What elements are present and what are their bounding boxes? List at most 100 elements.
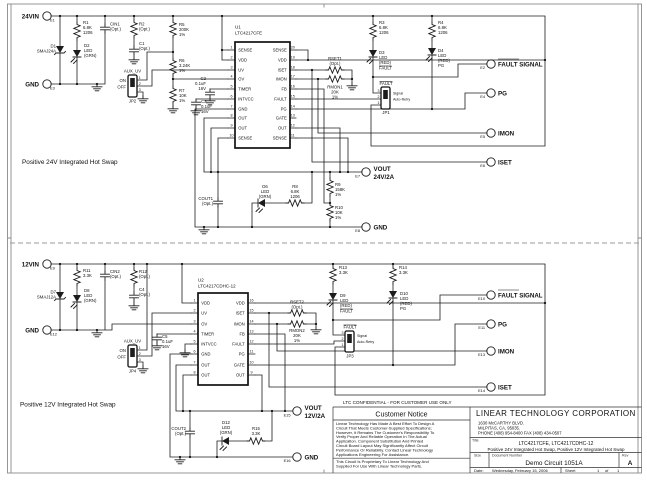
svg-text:6.8K: 6.8K <box>438 25 447 30</box>
jp3-pin1: 1 <box>342 343 344 347</box>
jp3-pin3: 3 <box>342 331 344 335</box>
port-ref: E9 <box>50 266 55 271</box>
svg-text:3.3K: 3.3K <box>83 273 92 278</box>
capacitor-c2 <box>205 88 215 99</box>
svg-text:LED: LED <box>222 425 230 430</box>
port-imon: IMON <box>498 348 515 355</box>
svg-text:1%: 1% <box>335 215 341 220</box>
svg-text:1206: 1206 <box>379 30 389 35</box>
pin-name: OV <box>201 322 207 327</box>
svg-text:(RED): (RED) <box>438 58 451 63</box>
caption-12v: Positive 12V Integrated Hot Swap <box>20 402 116 409</box>
resistor-rset2 <box>287 309 307 317</box>
port-gnd-in: GND <box>25 81 39 88</box>
port-ref: E4 <box>480 94 486 99</box>
pin-name: OUT <box>201 363 210 368</box>
svg-text:LED: LED <box>340 298 348 303</box>
jumper-jp1: FAULT Signal Auto-Retry 3 2 1 JP1 <box>378 81 411 115</box>
sheet-number: 1 <box>597 468 600 473</box>
jp4-pin3: 3 <box>139 358 141 362</box>
jp4-off: OFF <box>117 355 126 360</box>
jumper-jp4: AUX_UV ON OFF 1 2 3 JP4 <box>117 339 141 374</box>
pin-number: 15 <box>249 308 253 312</box>
label-r1: R1 <box>83 20 89 25</box>
company-addr1: 1630 McCARTHY BLVD. <box>478 421 524 426</box>
label-d6: D6 <box>262 184 268 189</box>
svg-text:3.24K: 3.24K <box>179 63 190 68</box>
pin-number: 6 <box>230 94 232 98</box>
pin-number: 16 <box>291 84 295 88</box>
sheet-label: Sheet <box>565 468 576 473</box>
resistor-r2 <box>130 19 138 39</box>
label-r15: R15 <box>252 426 260 431</box>
led-d8 <box>70 294 82 309</box>
svg-text:(Opt.): (Opt.) <box>110 274 122 279</box>
svg-text:10K: 10K <box>335 210 343 215</box>
pin-number: 11 <box>291 133 295 137</box>
label-rset2: RSET2 <box>290 300 304 305</box>
svg-text:16V: 16V <box>198 86 206 91</box>
notice-line: Supplied For Use With Linear Technology … <box>336 463 422 468</box>
resistor-r8 <box>285 199 305 207</box>
port-ref: E15 <box>284 413 291 418</box>
port-ref: E3 <box>50 86 55 91</box>
pin-number: 9 <box>250 370 252 374</box>
pin-name: VDD <box>278 58 287 63</box>
pin-name: UV <box>238 68 244 73</box>
led-d3 <box>366 49 378 64</box>
label-rmon1: RMON1 <box>327 85 343 90</box>
size-label: Size <box>474 454 481 458</box>
led-d4 <box>425 47 437 62</box>
port-gnd-in: GND <box>25 327 39 334</box>
port-ref: E1 <box>50 18 55 23</box>
pin-number: 12 <box>249 339 253 343</box>
jp2-title: AUX_UV <box>124 69 141 74</box>
resistor-r1 <box>73 21 81 41</box>
pin-name: FB <box>281 87 287 92</box>
jp2-on: ON <box>120 78 126 83</box>
pin-number: 2 <box>193 308 195 312</box>
svg-text:1206: 1206 <box>83 30 93 35</box>
jp2-pin1: 1 <box>139 76 141 80</box>
pin-number: 7 <box>230 104 232 108</box>
svg-text:1%: 1% <box>335 192 341 197</box>
customer-notice: Customer Notice Linear Technology Has Ma… <box>336 412 435 469</box>
svg-text:200K: 200K <box>179 27 189 32</box>
pin-name: VDD <box>238 58 247 63</box>
sheet-of: of <box>605 468 609 473</box>
svg-text:(RED): (RED) <box>340 303 353 308</box>
rev-value: A <box>628 460 633 467</box>
pin-name: SENSE <box>238 136 252 141</box>
circuit-24v: U1 LTC4217CFE SENSE VDD UV OV TIMER INTV… <box>22 11 547 235</box>
docnum-label: Document Number <box>492 454 523 458</box>
pin-number: 1 <box>230 45 232 49</box>
notice-line: This Circuit Is Proprietary To Linear Te… <box>336 459 429 464</box>
pin-name: IMON <box>234 322 245 327</box>
port-ref: E11 <box>478 325 485 330</box>
pin-number: 1 <box>193 298 195 302</box>
pin-number: 16 <box>249 298 253 302</box>
svg-text:1%: 1% <box>332 95 338 100</box>
svg-text:1%: 1% <box>179 32 185 37</box>
label-d8: D8 <box>84 288 90 293</box>
wires-12v <box>50 263 546 458</box>
resistor-r14 <box>389 265 397 285</box>
port-ref: E10 <box>478 296 486 301</box>
company-addr2: MILPITAS, CA, 95035. <box>478 426 520 431</box>
pin-number: 11 <box>250 349 254 353</box>
label-c2: C2 <box>201 76 207 81</box>
jp4-on: ON <box>120 348 126 353</box>
pin-name: OUT <box>278 126 287 131</box>
label-r8: R8 <box>292 184 298 189</box>
sheet-total: 1 <box>617 468 620 473</box>
port-ref: E6 <box>480 163 485 168</box>
pin-name: INTVCC <box>201 342 216 347</box>
jp3-signal: Signal <box>357 334 367 338</box>
doc-title-1: LTC4217CFE, LTC4217CDHC-12 <box>519 441 594 447</box>
resistor-r11 <box>73 267 81 287</box>
notice-line: Circuit That Meets Customer-Supplied Spe… <box>336 425 432 430</box>
svg-text:3.3K: 3.3K <box>252 431 261 436</box>
port-ref: E5 <box>480 134 485 139</box>
resistor-r7 <box>169 85 177 105</box>
label-r6: R6 <box>179 58 185 63</box>
